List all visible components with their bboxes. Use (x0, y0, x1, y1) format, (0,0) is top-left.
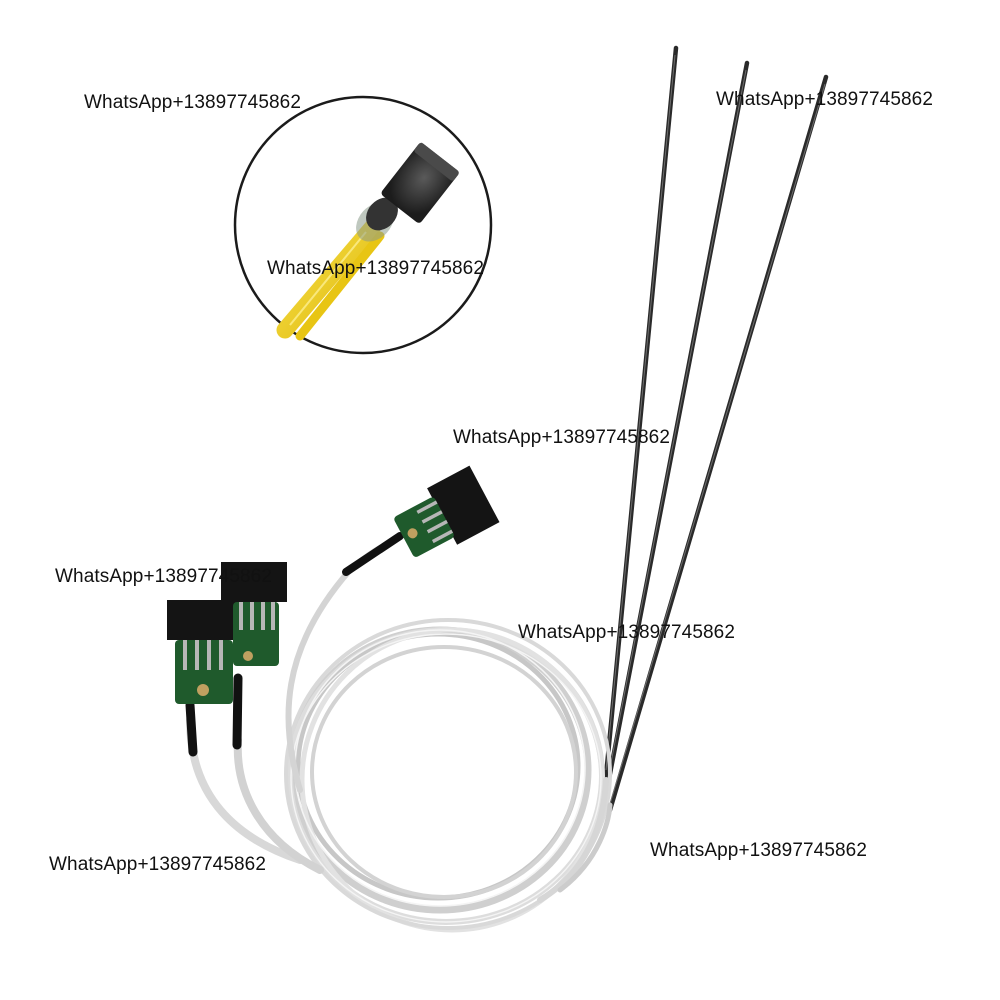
steel-probe-rods (603, 45, 829, 813)
connector-board-middle (221, 562, 287, 666)
watermark-text: WhatsApp+13897745862 (650, 840, 867, 861)
connector-board-left (167, 600, 237, 704)
heat-shrink-sleeves (185, 532, 404, 757)
watermark-text: WhatsApp+13897745862 (49, 854, 266, 875)
watermark-text: WhatsApp+13897745862 (84, 92, 301, 113)
watermark-text: WhatsApp+13897745862 (55, 566, 272, 587)
coiled-clear-cable (186, 537, 613, 933)
watermark-text: WhatsApp+13897745862 (518, 622, 735, 643)
watermark-text: WhatsApp+13897745862 (267, 258, 484, 279)
connector-board-upper (394, 465, 500, 557)
thermistor-closeup-inset (233, 95, 493, 355)
watermark-text: WhatsApp+13897745862 (716, 89, 933, 110)
watermark-text: WhatsApp+13897745862 (453, 427, 670, 448)
